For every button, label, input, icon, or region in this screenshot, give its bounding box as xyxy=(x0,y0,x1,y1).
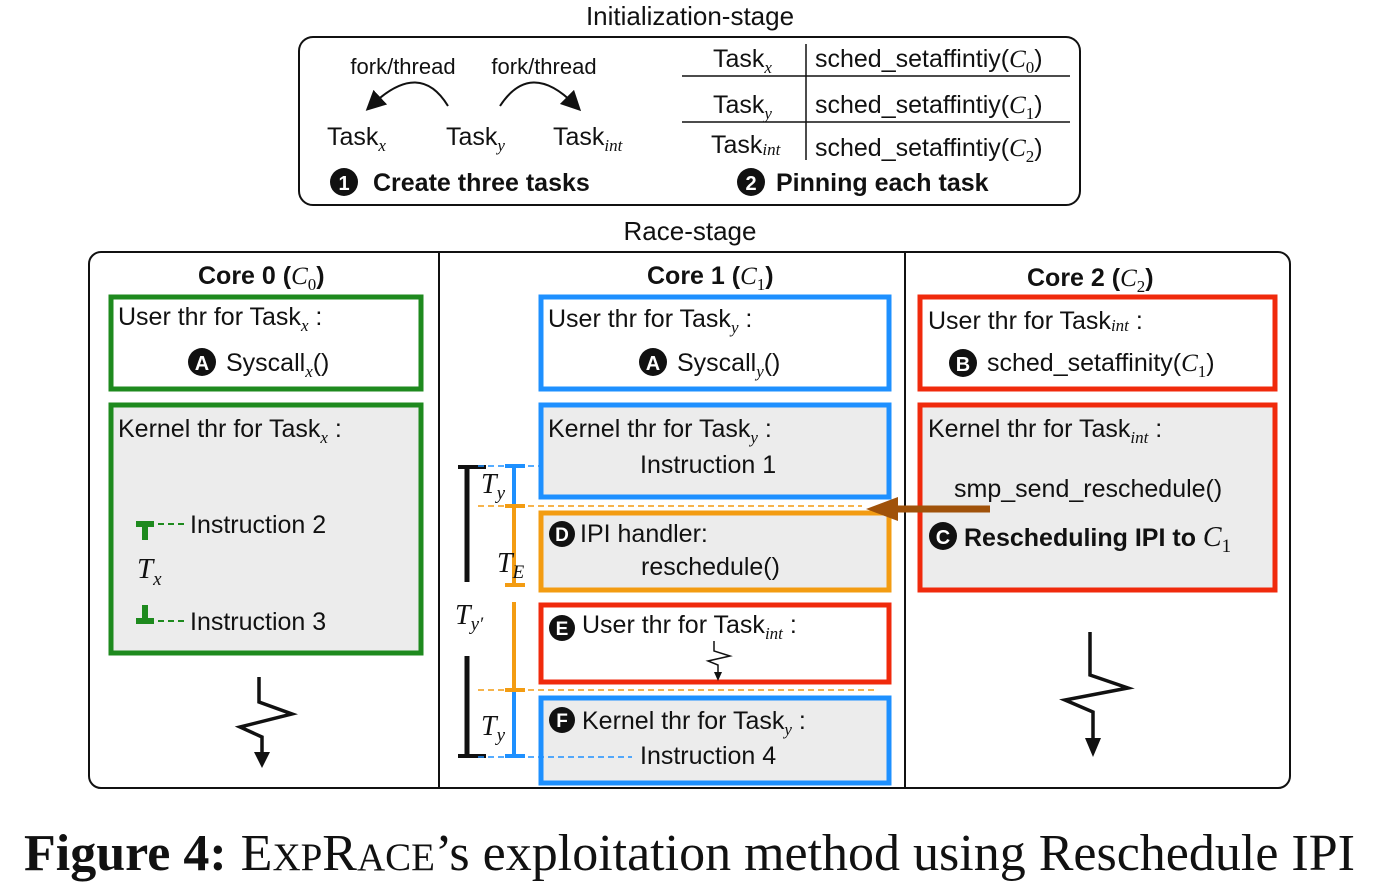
pin-row-2-call: sched_setaffintiy(C1) xyxy=(815,91,1043,123)
init-stage-box xyxy=(298,36,1081,206)
init-task-y: Tasky xyxy=(446,123,505,155)
core1-kernel2-title: Kernel thr for Tasky : xyxy=(582,707,806,739)
step1-number: 1 xyxy=(338,173,349,195)
core0-user-box xyxy=(108,294,424,392)
core1-syscall: Syscally() xyxy=(677,349,780,381)
core0-title: Core 0 (C0) xyxy=(198,262,325,294)
pin-row-1-call: sched_setaffintiy(C0) xyxy=(815,45,1043,77)
core2-ipi-label: Rescheduling IPI to C1 xyxy=(964,522,1231,557)
pin-row-3-task: Taskint xyxy=(711,131,782,159)
core0-syscall: Syscallx() xyxy=(226,349,329,381)
core2-title: Core 2 (C2) xyxy=(1027,264,1154,296)
core2-smp-call: smp_send_reschedule() xyxy=(954,475,1222,503)
core0-instr3: Instruction 3 xyxy=(190,608,326,636)
core1-kernel2-box xyxy=(538,695,892,786)
core0-tx: Tx xyxy=(137,553,162,590)
step2-number: 2 xyxy=(745,173,756,195)
core1-badge-a xyxy=(639,348,667,376)
core1-instr4: Instruction 4 xyxy=(640,742,776,770)
core2-badge-c-label: C xyxy=(936,527,950,549)
core0-user-title: User thr for Taskx : xyxy=(118,303,322,335)
core1-user-title: User thr for Tasky : xyxy=(548,305,752,337)
fork-arrow-right xyxy=(499,81,582,112)
core0-squiggle-arrow xyxy=(234,677,298,760)
core1-badge-d xyxy=(549,521,575,547)
core1-user2-title: User thr for Taskint : xyxy=(582,611,797,643)
core0-instr2-marker-stem xyxy=(142,521,148,540)
step2-label: Pinning each task xyxy=(776,169,989,197)
core1-badge-e-label: E xyxy=(556,619,569,640)
core2-badge-b-label: B xyxy=(956,354,970,376)
ipi-arrow-head xyxy=(866,497,898,521)
core1-user-box xyxy=(538,294,892,392)
timing-ty2: Ty xyxy=(481,711,506,746)
step2-badge xyxy=(737,168,765,196)
race-stage-title: Race-stage xyxy=(624,216,757,246)
pin-row-1-task: Taskx xyxy=(713,45,772,77)
core1-title: Core 1 (C1) xyxy=(647,262,774,294)
core2-setaffinity: sched_setaffinity(C1) xyxy=(987,349,1215,381)
core1-kernel-title: Kernel thr for Tasky : xyxy=(548,415,772,447)
core0-badge-a xyxy=(188,348,216,376)
core2-kernel-box xyxy=(917,402,1278,593)
core2-kernel-title: Kernel thr for Taskint : xyxy=(928,415,1162,447)
core0-instr2: Instruction 2 xyxy=(190,511,326,539)
init-stage-title: Initialization-stage xyxy=(586,1,794,31)
core1-small-squiggle xyxy=(705,641,733,675)
core0-kernel-title: Kernel thr for Taskx : xyxy=(118,415,342,447)
core1-ipi-call: reschedule() xyxy=(641,553,780,581)
step1-label: Create three tasks xyxy=(373,169,590,197)
timing-ty: Ty xyxy=(481,469,506,504)
fork-label-2: fork/thread xyxy=(491,54,596,79)
pin-row-3-call: sched_setaffintiy(C2) xyxy=(815,134,1043,166)
core2-squiggle-head xyxy=(1085,738,1101,757)
core1-ipi-box xyxy=(538,510,892,593)
core0-instr3-marker xyxy=(136,618,154,624)
figure-caption: Figure 4:EXPRACE’s exploitation method u… xyxy=(24,825,1355,882)
core1-kernel-box xyxy=(538,402,892,500)
timing-te: TE xyxy=(497,548,525,583)
core1-ipi-title: IPI handler: xyxy=(580,520,708,548)
core2-user-title: User thr for Taskint : xyxy=(928,307,1143,335)
core1-badge-e xyxy=(549,615,575,641)
core2-user-box xyxy=(917,294,1278,392)
core1-user2-box xyxy=(538,602,892,685)
core1-badge-d-label: D xyxy=(555,525,569,546)
core2-squiggle-arrow xyxy=(1059,632,1135,745)
core1-badge-a-label: A xyxy=(646,353,660,375)
core1-badge-f xyxy=(549,707,575,733)
core1-badge-f-label: F xyxy=(556,711,568,732)
core0-kernel-box xyxy=(108,402,424,656)
core1-instr1: Instruction 1 xyxy=(640,451,776,479)
step1-badge xyxy=(330,168,358,196)
core1-small-squiggle-head xyxy=(714,672,722,681)
pin-row-2-task: Tasky xyxy=(713,91,772,123)
fork-label-1: fork/thread xyxy=(350,54,455,79)
race-stage-box xyxy=(88,251,1291,789)
core2-badge-c xyxy=(929,522,957,550)
init-task-x: Taskx xyxy=(327,123,386,155)
core0-squiggle-head xyxy=(254,752,270,768)
timing-typ: Ty′ xyxy=(455,600,484,635)
core0-badge-a-label: A xyxy=(195,353,209,375)
core2-badge-b xyxy=(949,349,977,377)
core0-instr3-marker-stem xyxy=(142,605,148,622)
fork-arrow-left xyxy=(365,81,449,111)
init-task-int: Taskint xyxy=(553,123,624,155)
